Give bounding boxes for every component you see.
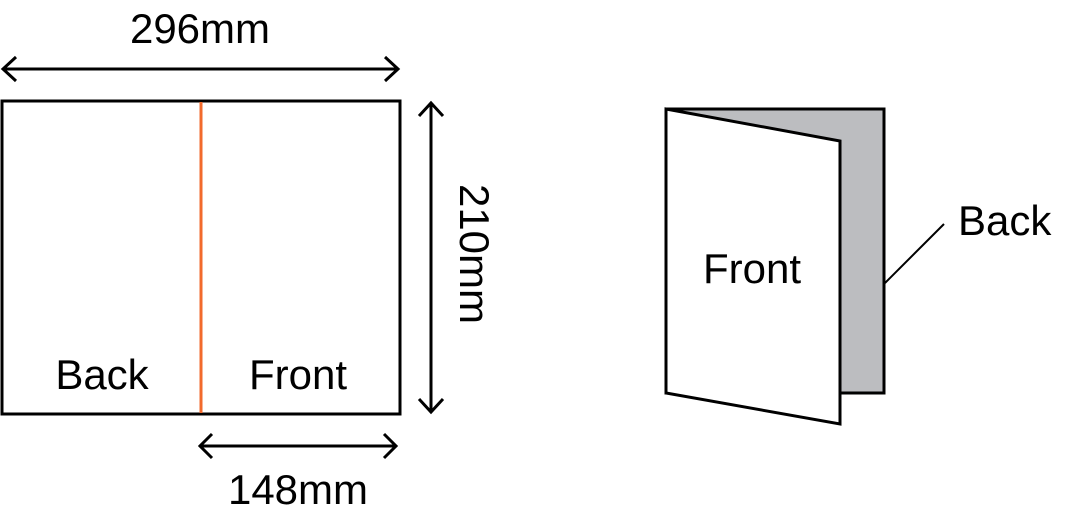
- width-dimension-label: 296mm: [130, 5, 270, 52]
- back-cover-label: Back: [958, 197, 1052, 244]
- half-width-dimension-arrow: [197, 432, 399, 460]
- height-dimension-arrow: [417, 100, 445, 415]
- height-dimension-label: 210mm: [451, 184, 498, 324]
- half-width-dimension-label: 148mm: [228, 466, 368, 513]
- width-dimension-arrow: [0, 55, 401, 83]
- folded-card: Front Back: [664, 107, 1052, 426]
- front-cover: [664, 107, 842, 426]
- front-cover-label: Front: [703, 245, 801, 292]
- front-panel-label: Front: [249, 351, 347, 398]
- flat-sheet: 296mm Back Front 210mm 148mm: [0, 5, 498, 513]
- back-panel-label: Back: [55, 351, 149, 398]
- back-leader-line: [884, 223, 945, 284]
